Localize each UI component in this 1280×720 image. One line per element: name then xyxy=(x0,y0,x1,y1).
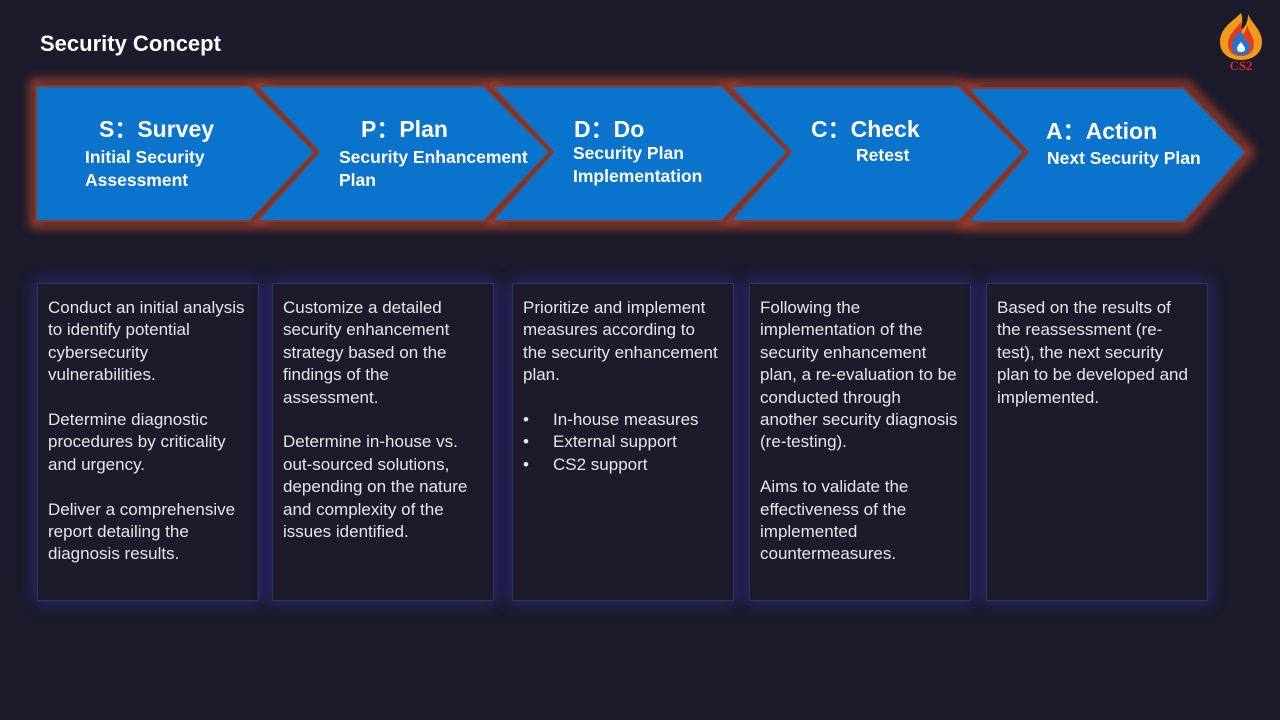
step-plan-subtitle: Security Enhancement Plan xyxy=(339,147,528,190)
card-do-text-1: Prioritize and implement measures accord… xyxy=(523,298,718,385)
card-plan-text-1: Customize a detailed security enhancemen… xyxy=(283,298,450,407)
card-plan-text-2: Determine in-house vs. out-sourced solut… xyxy=(283,432,468,542)
chevron-survey xyxy=(35,85,317,222)
card-plan: Customize a detailed security enhancemen… xyxy=(272,283,494,601)
card-survey-text-1: Conduct an initial analysis to identify … xyxy=(48,298,245,385)
card-check: Following the implementation of the secu… xyxy=(749,283,971,601)
card-survey-text-2: Determine diagnostic procedures by criti… xyxy=(48,410,226,474)
logo-text: CS2 xyxy=(1229,58,1253,73)
chevron-action xyxy=(965,87,1248,223)
page-title: Security Concept xyxy=(40,31,221,56)
chevron-do xyxy=(489,85,790,222)
chevron-check xyxy=(727,85,1026,222)
card-survey: Conduct an initial analysis to identify … xyxy=(37,283,259,601)
cs2-logo: CS2 xyxy=(1212,10,1270,76)
list-item: External support xyxy=(523,431,723,454)
step-check-subtitle: Retest xyxy=(856,145,910,165)
step-action-subtitle: Next Security Plan xyxy=(1047,148,1201,168)
card-do: Prioritize and implement measures accord… xyxy=(512,283,734,601)
step-do-subtitle: Security Plan Implementation xyxy=(573,143,703,186)
card-action: Based on the results of the reassessment… xyxy=(986,283,1208,601)
step-action-title: A：Action xyxy=(1046,118,1158,144)
card-action-text-1: Based on the results of the reassessment… xyxy=(997,298,1188,407)
card-check-text-1: Following the implementation of the secu… xyxy=(760,298,958,452)
flame-icon xyxy=(1220,13,1262,60)
step-do-title: D：Do xyxy=(574,116,645,142)
pdca-chevrons xyxy=(30,79,1256,230)
card-do-bullet-list: In-house measures External support CS2 s… xyxy=(523,409,723,477)
list-item: In-house measures xyxy=(523,409,723,432)
list-item: CS2 support xyxy=(523,454,723,477)
step-plan-title: P：Plan xyxy=(361,116,448,142)
step-survey-title: S：Survey xyxy=(99,116,215,142)
card-survey-text-3: Deliver a comprehensive report detailing… xyxy=(48,499,236,564)
step-check-title: C：Check xyxy=(811,116,920,142)
card-check-text-2: Aims to validate the effectiveness of th… xyxy=(760,477,909,564)
step-survey-subtitle: Initial Security Assessment xyxy=(85,147,205,190)
chevron-plan xyxy=(254,85,552,222)
